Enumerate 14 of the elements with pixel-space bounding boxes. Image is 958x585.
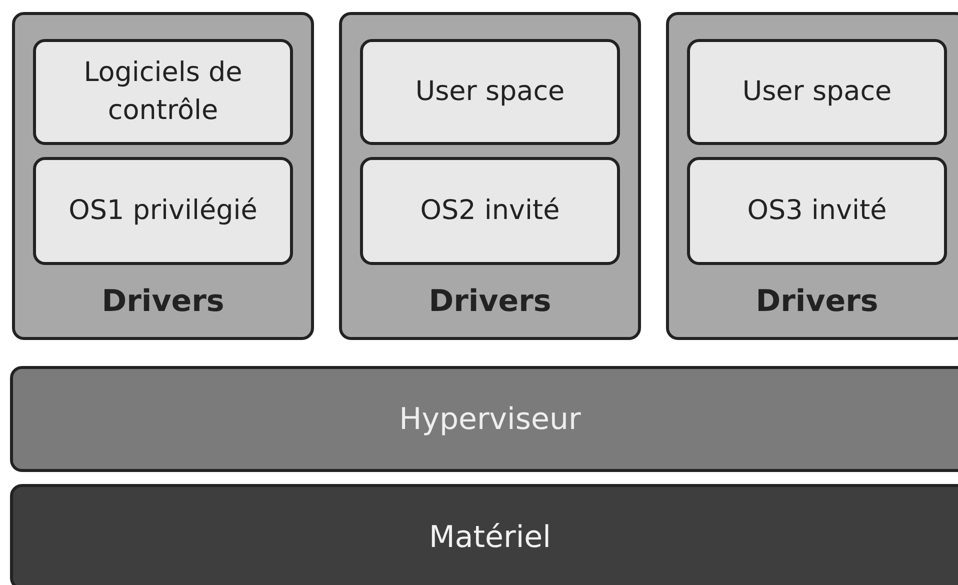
layer-label: Drivers xyxy=(100,284,226,319)
virtual-machine-box xyxy=(12,12,314,340)
hypervisor-layer-band: Hyperviseur xyxy=(10,366,958,472)
software-layer-box: User space xyxy=(360,39,620,145)
layer-label: Drivers xyxy=(754,284,880,319)
software-layer-box: User space xyxy=(687,39,947,145)
software-layer-box: Logiciels de contrôle xyxy=(33,39,293,145)
os-layer-box: OS1 privilégié xyxy=(33,157,293,265)
virtual-machine-box xyxy=(666,12,958,340)
os-layer-box: OS2 invité xyxy=(360,157,620,265)
layer-label: Drivers xyxy=(428,284,552,319)
hardware-layer-band: Matériel xyxy=(10,484,958,585)
os-layer-box: OS3 invité xyxy=(687,157,947,265)
virtual-machine-box xyxy=(339,12,641,340)
